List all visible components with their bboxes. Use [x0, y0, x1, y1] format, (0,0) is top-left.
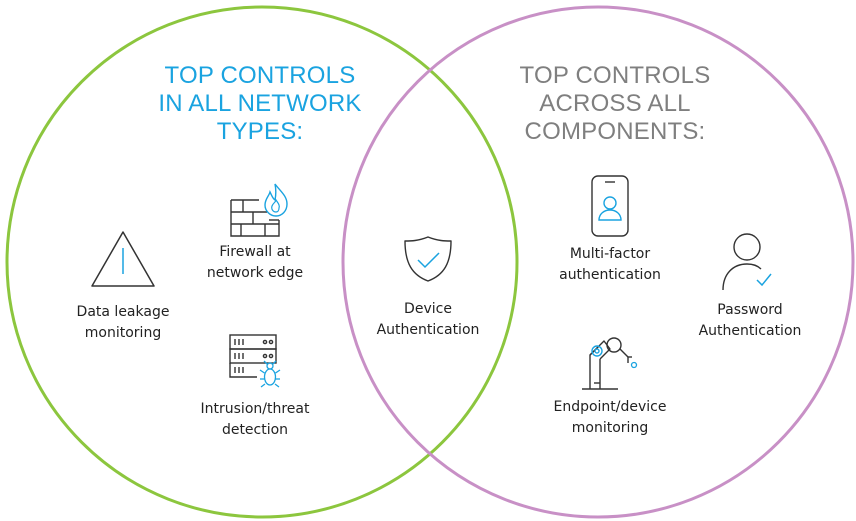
item-intrusion: Intrusion/threat detection [180, 333, 330, 441]
warning-icon [91, 231, 155, 287]
item-firewall: Firewall at network edge [180, 180, 330, 284]
user-check-icon [722, 233, 772, 291]
left-heading-line: TOP CONTROLS [164, 62, 356, 89]
item-label: Multi-factor authentication [559, 246, 661, 283]
item-label: Firewall at network edge [206, 244, 304, 281]
server-bug-icon [229, 334, 281, 388]
robot-arm-icon [582, 337, 638, 390]
right-circle [341, 5, 855, 519]
right-heading-line: TOP CONTROLS [519, 62, 711, 89]
right-heading-line: ACROSS ALL [539, 90, 691, 117]
firewall-icon [230, 183, 288, 237]
item-password: Password Authentication [680, 230, 820, 342]
item-device-auth: Device Authentication [353, 233, 503, 341]
item-endpoint: Endpoint/device monitoring [535, 333, 685, 439]
left-heading: TOP CONTROLS IN ALL NETWORK TYPES: [150, 62, 370, 146]
item-mfa: Multi-factor authentication [535, 174, 685, 286]
right-heading: TOP CONTROLS ACROSS ALL COMPONENTS: [505, 62, 725, 146]
shield-check-icon [404, 236, 452, 282]
left-heading-line: IN ALL NETWORK [158, 90, 362, 117]
right-heading-line: COMPONENTS: [524, 118, 706, 145]
item-label: Device Authentication [376, 301, 480, 338]
item-data-leakage: Data leakage monitoring [48, 228, 198, 344]
left-circle [5, 5, 519, 519]
item-label: Password Authentication [698, 302, 802, 339]
item-label: Data leakage monitoring [76, 304, 170, 341]
item-label: Intrusion/threat detection [200, 401, 310, 438]
item-label: Endpoint/device monitoring [553, 399, 667, 436]
phone-user-icon [591, 175, 629, 237]
left-heading-line: TYPES: [216, 118, 304, 145]
